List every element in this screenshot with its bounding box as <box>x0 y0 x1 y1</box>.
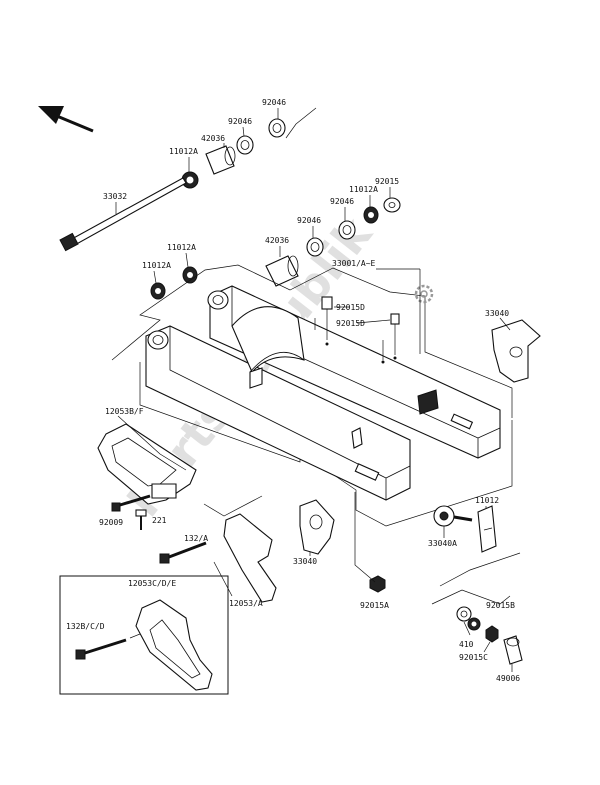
label-33040a: 33040A <box>428 539 457 548</box>
label-33040-right: 33040 <box>485 309 509 318</box>
label-92015c: 92015C <box>459 653 488 662</box>
label-42036-right: 42036 <box>265 236 289 245</box>
label-12053bf: 12053B/F <box>105 407 144 416</box>
label-12053cde: 12053C/D/E <box>128 579 176 588</box>
label-92009: 92009 <box>99 518 123 527</box>
label-11012a-top: 11012A <box>169 147 198 156</box>
label-11012a-right: 11012A <box>349 185 378 194</box>
label-33032: 33032 <box>103 192 127 201</box>
label-92046-top: 92046 <box>262 98 286 107</box>
swingarm-body <box>111 264 513 527</box>
gear-icon <box>414 284 434 304</box>
label-11012: 11012 <box>475 496 499 505</box>
label-92046-mid: 92046 <box>228 117 252 126</box>
part-labels: 92046 92046 42036 11012A 33032 92015 110… <box>66 98 520 683</box>
label-42036-top: 42036 <box>201 134 225 143</box>
label-132bcd: 132B/C/D <box>66 622 105 631</box>
label-92015d-1: 92015D <box>336 303 365 312</box>
bracket-33040-right <box>491 319 541 383</box>
leader-lines <box>115 108 513 672</box>
bolts-92015d <box>314 296 400 364</box>
inset-box <box>59 575 229 695</box>
bracket-33040-center <box>299 499 335 555</box>
label-92046-right2: 92046 <box>297 216 321 225</box>
label-92015a: 92015A <box>360 601 389 610</box>
block-11012 <box>439 505 521 587</box>
pivot-hardware-top <box>181 107 317 189</box>
label-132a: 132/A <box>184 534 208 543</box>
label-92015d-2: 92015D <box>336 319 365 328</box>
label-92015-right: 92015 <box>375 177 399 186</box>
label-221: 221 <box>152 516 167 525</box>
label-410: 410 <box>459 640 474 649</box>
label-92046-right1: 92046 <box>330 197 354 206</box>
hardware-bottom-right <box>431 589 523 665</box>
adjuster-33040a <box>433 505 473 527</box>
label-92015b: 92015B <box>486 601 515 610</box>
screw-221 <box>135 509 147 530</box>
label-11012a-left1: 11012A <box>167 243 196 252</box>
bolt-132a <box>159 541 207 564</box>
label-33001: 33001/A~E <box>332 259 376 268</box>
label-12053a: 12053/A <box>229 599 263 608</box>
nut-92015a <box>354 492 386 593</box>
chain-guard-12053a <box>203 495 277 603</box>
pivot-shaft <box>59 177 187 252</box>
label-49006: 49006 <box>496 674 520 683</box>
chain-guard-12053bf <box>97 415 197 505</box>
screw-92009 <box>111 494 151 512</box>
label-33040-center: 33040 <box>293 557 317 566</box>
label-11012a-left2: 11012A <box>142 261 171 270</box>
direction-arrow-icon <box>38 106 94 133</box>
pivot-hardware-right <box>150 197 401 300</box>
